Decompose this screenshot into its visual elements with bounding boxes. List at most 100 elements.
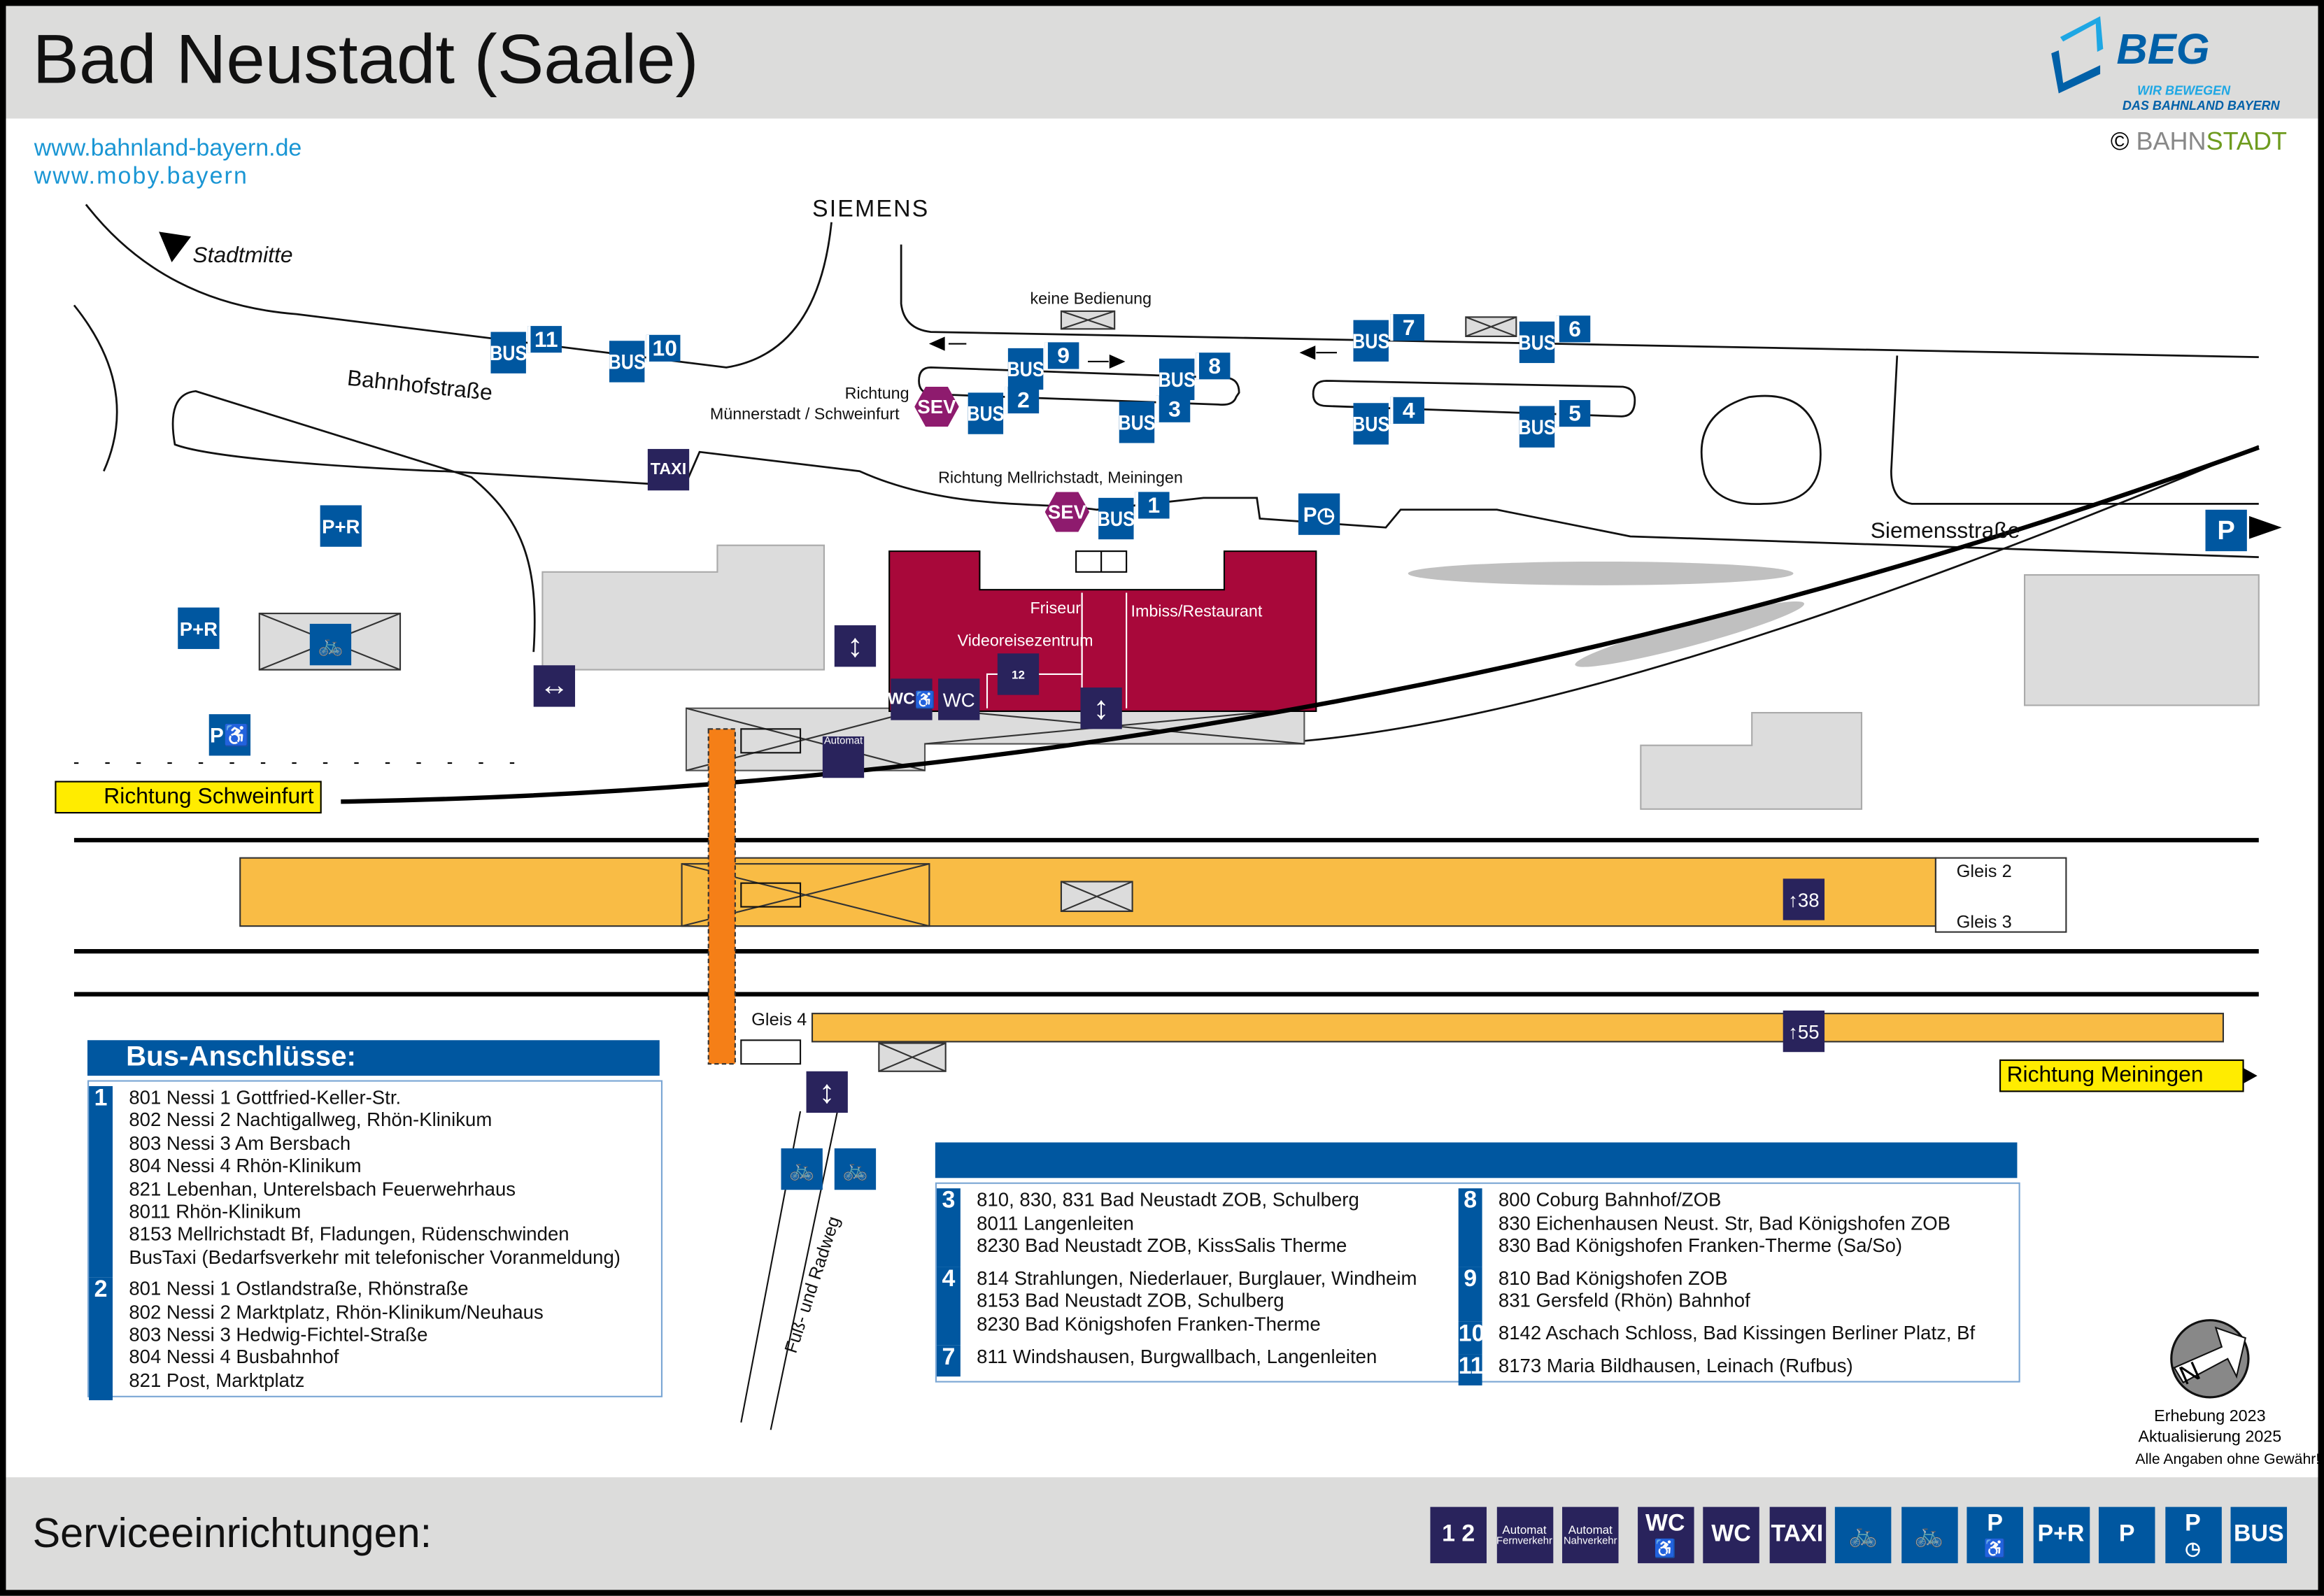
wc-sign: WC (938, 678, 980, 720)
service-icon-label: WC (1645, 1511, 1685, 1537)
lift-38-sign: ↑38 (1783, 878, 1825, 920)
short-term-parking-label: P (1303, 502, 1317, 527)
service-icon-label: P+R (2037, 1521, 2085, 1547)
bus-line: 801 Nessi 1 Gottfried-Keller-Str. (129, 1085, 402, 1109)
disclaimer-note: Alle Angaben ohne Gewähr! (2135, 1452, 2321, 1469)
bus-stop-label: BUS (609, 341, 646, 383)
service-icon-label: P (2118, 1521, 2135, 1547)
survey-note: Erhebung 2023 (2154, 1407, 2266, 1426)
beg-logo-text: BEG (2116, 27, 2210, 74)
copyright-symbol: © (2110, 127, 2130, 156)
parking-sign: P (2205, 509, 2247, 552)
bus-line: 8011 Rhön-Klinikum (129, 1200, 302, 1223)
accessible-parking-sign: P♿ (208, 714, 251, 756)
bus-line: 801 Nessi 1 Ostlandstraße, Rhönstraße (129, 1277, 469, 1300)
link-moby-bayern[interactable]: www.moby.bayern (34, 164, 248, 190)
clock-glyph: ◷ (2185, 1538, 2201, 1559)
copyright-bahn: BAHN (2136, 127, 2206, 156)
bus-line: 803 Nessi 3 Hedwig-Fichtel-Straße (129, 1323, 428, 1346)
label-imbiss-restaurant: Imbiss/Restaurant (1131, 603, 1263, 621)
link-bahnland-bayern[interactable]: www.bahnland-bayern.de (34, 136, 302, 162)
accessible-wc-sign: WC♿ (888, 678, 935, 720)
bus-stop-label: BUS (1518, 406, 1556, 448)
label-stadtmitte: Stadtmitte (192, 243, 293, 269)
bus-stop-label: BUS (1352, 403, 1389, 445)
label-gleis-4: Gleis 4 (751, 1009, 807, 1030)
logo-slogan-2: DAS BAHNLAND BAYERN (2122, 97, 2280, 113)
stop-number: 9 (1458, 1266, 1482, 1322)
bus-line: 800 Coburg Bahnhof/ZOB (1498, 1188, 1722, 1211)
service-icon-label: Automat (1502, 1523, 1547, 1537)
crossed-boxes (258, 310, 1517, 1072)
bus-line: 831 Gersfeld (Rhön) Bahnhof (1498, 1290, 1750, 1312)
bus-line: 802 Nessi 2 Nachtigallweg, Rhön-Klinikum (129, 1109, 493, 1132)
bus-line: 8142 Aschach Schloss, Bad Kissingen Berl… (1498, 1321, 1976, 1344)
bus-line: 8011 Langenleiten (977, 1211, 1134, 1234)
bus-connections-2-header (935, 1142, 2018, 1178)
label-richtung-mellrichstadt: Richtung Mellrichstadt, Meiningen (938, 469, 1183, 488)
north-arrow-icon: N (2170, 1319, 2250, 1399)
label-friseur: Friseur (1030, 600, 1081, 618)
bus-line: 802 Nessi 2 Marktplatz, Rhön-Klinikum/Ne… (129, 1300, 544, 1323)
parking-icon: P (2098, 1506, 2155, 1564)
stop-number: 11 (1458, 1353, 1484, 1386)
label-gleis-2: Gleis 2 (1956, 860, 2012, 882)
platforms (239, 857, 2224, 1043)
taxi-icon: TAXI (1769, 1506, 1826, 1564)
bus-line: 821 Lebenhan, Unterelsbach Feuerwehrhaus (129, 1177, 516, 1200)
bus-stop-number: 11 (527, 326, 562, 353)
accessible-parking-label: P (210, 722, 224, 747)
accessible-parking-icon: P♿ (1967, 1506, 2023, 1564)
stop-number: 10 (1458, 1321, 1485, 1354)
bus-stop-label: BUS (1098, 497, 1135, 540)
bus-line: BusTaxi (Bedarfsverkehr mit telefonische… (129, 1246, 621, 1269)
roads (73, 204, 2260, 742)
wheelchair-glyph: ♿ (1654, 1538, 1677, 1559)
service-icon-label: Automat (1568, 1523, 1613, 1537)
bus-line: 821 Post, Marktplatz (129, 1369, 305, 1391)
park-and-ride-sign-2: P+R (178, 607, 220, 649)
bus-line: 8230 Bad Königshofen Franken-Therme (977, 1313, 1321, 1335)
bus-line: 803 Nessi 3 Am Bersbach (129, 1132, 351, 1154)
bike-parking-sign-south-1: 🚲 (781, 1148, 823, 1190)
bus-line: 8153 Mellrichstadt Bf, Fladungen, Rüdens… (129, 1223, 569, 1246)
bus-stop-number: 6 (1556, 315, 1591, 343)
service-icon-label: P (1987, 1511, 2003, 1537)
lift-55-label: 55 (1797, 1020, 1820, 1043)
accessible-wc-label: WC (888, 690, 915, 708)
label-videoreisezentrum: Videoreisezentrum (957, 632, 1093, 651)
bus-stop-label: BUS (1118, 401, 1156, 443)
bus-icon: BUS (2230, 1506, 2288, 1564)
bus-line: 8230 Bad Neustadt ZOB, KissSalis Therme (977, 1234, 1347, 1257)
bus-line: 811 Windshausen, Burgwallbach, Langenlei… (977, 1344, 1377, 1367)
header-bar: Bad Neustadt (Saale) (6, 6, 2318, 119)
label-muennerstadt-schweinfurt: Münnerstadt / Schweinfurt (709, 406, 900, 424)
park-and-ride-icon: P+R (2032, 1506, 2090, 1564)
short-term-parking-icon: P◷ (2164, 1506, 2221, 1564)
stop-number: 2 (89, 1277, 113, 1401)
bus-line: 810, 830, 831 Bad Neustadt ZOB, Schulber… (977, 1188, 1359, 1211)
lift-38-label: 38 (1797, 888, 1820, 911)
covered-bike-parking-icon: 🚲 (1834, 1506, 1892, 1564)
wc-icon: WC (1703, 1506, 1759, 1564)
tracks (73, 445, 2260, 997)
short-term-parking-sign: P◷ (1298, 493, 1340, 535)
stop-number: 7 (936, 1344, 961, 1377)
sev-sign-mellrichstadt: SEV (1044, 492, 1090, 532)
bus-stop-number: 5 (1556, 400, 1591, 427)
bus-line: 814 Strahlungen, Niederlauer, Burglauer,… (977, 1266, 1417, 1289)
bike-parking-sign-south-2: 🚲 (834, 1148, 877, 1190)
update-note: Aktualisierung 2025 (2138, 1428, 2282, 1446)
ticket-office-icon: 1 2 (1430, 1506, 1487, 1564)
buildings (541, 544, 2260, 810)
arrows (62, 231, 2282, 1085)
bus-line: 8173 Maria Bildhausen, Leinach (Rufbus) (1498, 1353, 1853, 1376)
